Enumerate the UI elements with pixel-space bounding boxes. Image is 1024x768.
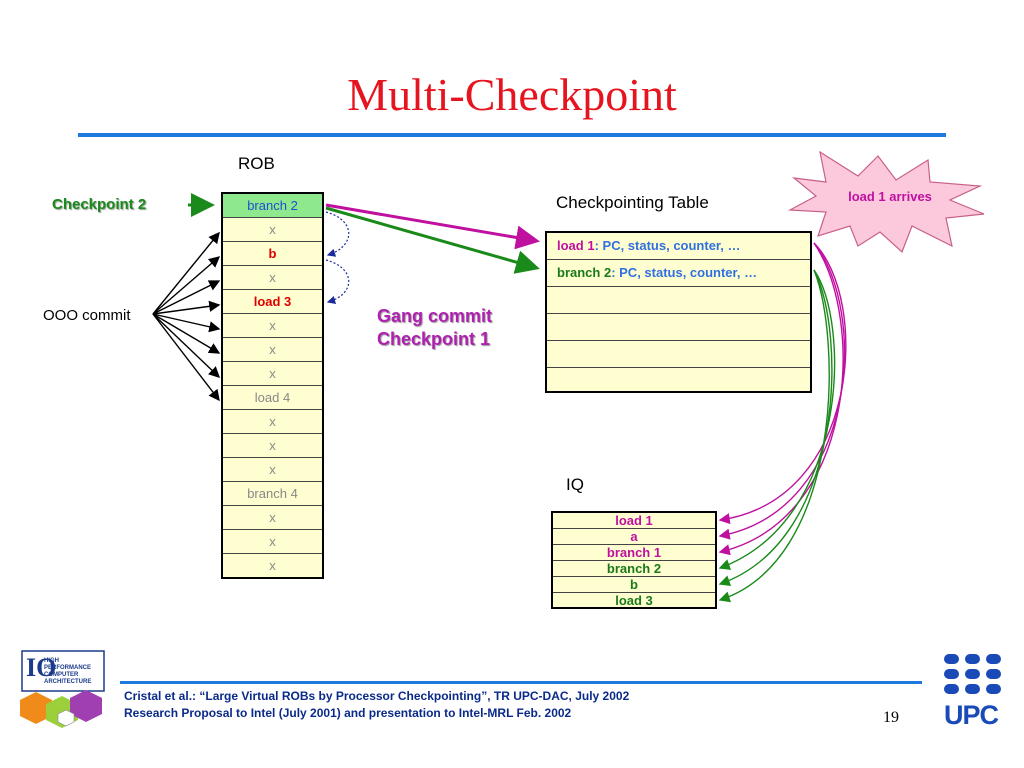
hpc-logo-graphic	[20, 650, 105, 728]
gang-commit-line2: Checkpoint 1	[377, 329, 491, 349]
rob-entry: x	[223, 458, 322, 482]
rob-entry: x	[223, 362, 322, 386]
rob-to-table-arrow	[325, 206, 540, 274]
table-row	[547, 287, 810, 314]
event-burst-label: load 1 arrives	[848, 189, 932, 204]
rob-entry: x	[223, 506, 322, 530]
iq-entry: load 3	[615, 593, 653, 608]
table-row-fields: : PC, status, counter, …	[611, 265, 758, 280]
ooo-commit-arrows	[152, 231, 221, 402]
gang-commit-label: Gang commit Checkpoint 1	[377, 305, 492, 351]
table-row	[547, 314, 810, 341]
footer-rule	[120, 681, 922, 684]
hpc-logo-io: IO	[26, 653, 57, 682]
checkpoint-2-label: Checkpoint 2	[52, 196, 147, 213]
rob-entry: x	[223, 434, 322, 458]
rob-entry: x	[223, 530, 322, 554]
issue-queue: load 1 a branch 1 branch 2 b load 3	[551, 511, 717, 609]
rob-label: ROB	[238, 154, 275, 173]
upc-logo-text: UPC	[944, 700, 999, 730]
rob-entry: load 4	[223, 386, 322, 410]
title-underline	[78, 133, 946, 137]
rob-to-table-arrow	[325, 203, 540, 250]
ooo-arrow	[152, 256, 221, 315]
table-row-name: branch 2	[557, 265, 612, 280]
table-row: branch 2: PC, status, counter, …	[547, 260, 810, 287]
rob-entry: x	[223, 410, 322, 434]
ooo-arrow	[152, 313, 220, 402]
dependency-arc	[325, 211, 350, 257]
iq-label: IQ	[566, 475, 584, 494]
rob-entry: x	[269, 558, 276, 573]
gang-commit-line1: Gang commit	[377, 306, 493, 326]
upc-logo-graphic	[944, 654, 1001, 694]
iq-entry: a	[553, 529, 715, 545]
rob-entry: branch 4	[223, 482, 322, 506]
rob-entry: b	[223, 242, 322, 266]
table-row	[547, 368, 810, 395]
ooo-arrow	[152, 280, 221, 315]
ooo-arrow	[152, 313, 221, 378]
table-row	[547, 341, 810, 368]
footer-citation: Cristal et al.: “Large Virtual ROBs by P…	[124, 689, 630, 703]
ooo-arrow	[152, 313, 221, 354]
footer-note: Research Proposal to Intel (July 2001) a…	[124, 706, 572, 720]
hpc-logo-text: HIGH PERFORMANCE COMPUTER ARCHITECTURE	[44, 658, 92, 685]
rob-entry: load 3	[223, 290, 322, 314]
rob-entry: x	[223, 266, 322, 290]
iq-entry: load 1	[553, 513, 715, 529]
rob-entry: x	[223, 338, 322, 362]
iq-entry: branch 1	[553, 545, 715, 561]
slide-title: Multi-Checkpoint	[347, 69, 677, 120]
ooo-arrow	[152, 313, 221, 333]
dependency-arc	[325, 259, 350, 305]
table-row-name: load 1	[557, 238, 595, 253]
table-row-fields: : PC, status, counter, …	[594, 238, 741, 253]
rob-entry: x	[223, 314, 322, 338]
checkpointing-table-label: Checkpointing Table	[556, 193, 709, 212]
ooo-commit-label: OOO commit	[43, 307, 131, 324]
table-to-iq-arrows	[718, 242, 847, 603]
event-burst-shape	[787, 150, 985, 254]
iq-entry: b	[553, 577, 715, 593]
ooo-arrow	[152, 300, 221, 315]
table-row: load 1: PC, status, counter, …	[547, 233, 810, 260]
rob-entry: x	[223, 218, 322, 242]
iq-entry: branch 2	[553, 561, 715, 577]
page-number: 19	[883, 709, 899, 726]
checkpointing-table: load 1: PC, status, counter, … branch 2:…	[545, 231, 812, 393]
rob-entry: branch 2	[223, 194, 322, 218]
ooo-arrow	[152, 231, 220, 315]
rob-buffer: branch 2 x b x load 3 x x x load 4 x x x…	[221, 192, 324, 579]
